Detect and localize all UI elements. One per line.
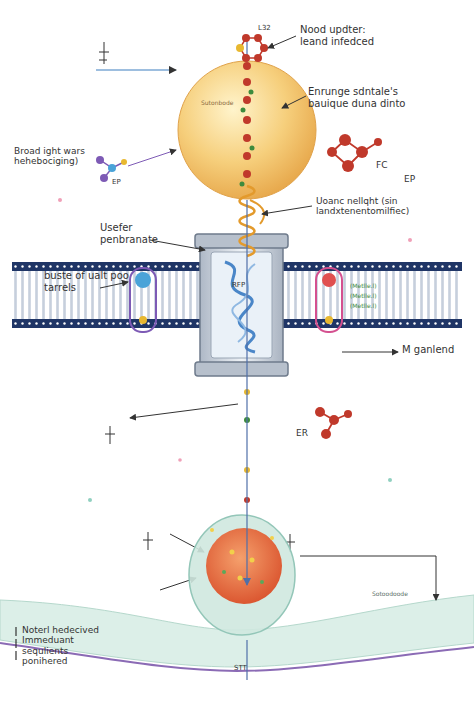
leader-arrow [96,69,176,70]
callout-label: (Metlle.l) [350,303,410,310]
granule [260,580,264,584]
callout-label: M ganlend [402,344,470,356]
protein-blob [325,316,333,324]
sparkle [388,478,392,482]
callout-label: (Metlle.l) [350,293,410,300]
sphere-shape [178,61,316,199]
cell-body [189,515,295,635]
granule [270,536,274,540]
molecule-atom [342,160,354,172]
molecule-bond [100,160,124,178]
bead [244,417,250,423]
bracket-glyph [99,42,109,64]
connector-line [246,200,247,585]
leader-arrow [300,556,436,600]
callout-label: Uoanc nellqht (sin landxtenentomilfiec) [316,196,461,217]
protein-blob [135,272,151,288]
molecule-atom [100,174,108,182]
molecule-atom [108,164,116,172]
molecule-atom [321,429,331,439]
molecule-atom [339,134,351,146]
molecule-atom [121,159,127,165]
molecule-atom [329,415,339,425]
callout-label: L32 [258,24,288,32]
callout-label: Usefer penbranate [100,222,182,245]
bracket-glyph [105,426,115,444]
bracket-glyph [285,534,295,552]
channel-swirl [225,262,255,352]
molecule-atom [242,34,250,42]
molecule-atom [327,147,337,157]
sparkle [178,458,182,462]
bracket-glyph [143,532,153,550]
molecule-atom [236,44,244,52]
helix-tail [250,200,264,224]
molecule-atom [96,156,104,164]
molecule-atom [254,34,262,42]
callout-label: (Metlle.l) [350,283,410,290]
leader-arrow [170,534,204,552]
bead [244,467,250,473]
vesicle-sphere: Sutonbode [177,60,317,200]
channel-cap [195,362,288,376]
protein-loop [130,268,156,332]
molecule-atom [260,44,268,52]
protein-blob [322,273,336,287]
callout-label: Noterl hedecived Immeduant sequlients po… [22,625,100,666]
bead [244,497,250,503]
callout-label: Nood updter: leand infedced [300,24,395,47]
nucleus [206,528,282,604]
node-text: Sutonbode [201,100,271,107]
membrane-bilayer [12,262,462,328]
callout-label: ER [296,428,318,438]
granule [222,570,226,574]
leader-arrow [128,150,176,166]
callout-label: STT [234,664,264,672]
molecule-atom [374,138,382,146]
channel-cap [195,234,288,248]
molecule-atom [254,54,262,62]
leader-arrow [160,578,196,590]
leader-arrow [130,404,238,418]
callout-label: RFP [232,281,260,289]
molecule-atom [315,407,325,417]
callout-label: FC [376,160,398,170]
bead [244,389,250,395]
node-outline [177,60,317,200]
axis-line [246,38,247,62]
channel-body [200,240,283,370]
molecule-bond [320,412,348,434]
callout-label: buste of ualt poo tarrels [44,270,132,293]
leader-arrow [268,36,296,48]
granule [230,550,235,555]
leader-arrow [262,206,312,214]
node-text: Sotoodoode [372,591,452,598]
callout-label: Enrunge sdntale's bauique duna dinto [308,86,426,109]
callout-label: EP [112,178,134,186]
molecule-atom [344,410,352,418]
protein-loop [316,268,342,332]
leader-arrow [150,240,205,250]
granule [238,576,243,581]
callout-label: Broad ight wars hehebociging) [14,146,112,167]
molecule-atom [356,146,368,158]
channel-window [211,252,272,358]
molecule-bond [332,140,378,166]
list-mark [15,651,16,660]
molecule-bond [240,38,264,58]
leader-arrow [342,352,398,353]
granule [250,558,255,563]
callout-label: EP [404,174,426,184]
granule [210,528,214,532]
leader-arrow [100,282,128,288]
channel-swirl [232,264,255,342]
sparkle [88,498,92,502]
protein-blob [139,316,147,324]
sparkle [58,198,62,202]
sparkle [408,238,412,242]
